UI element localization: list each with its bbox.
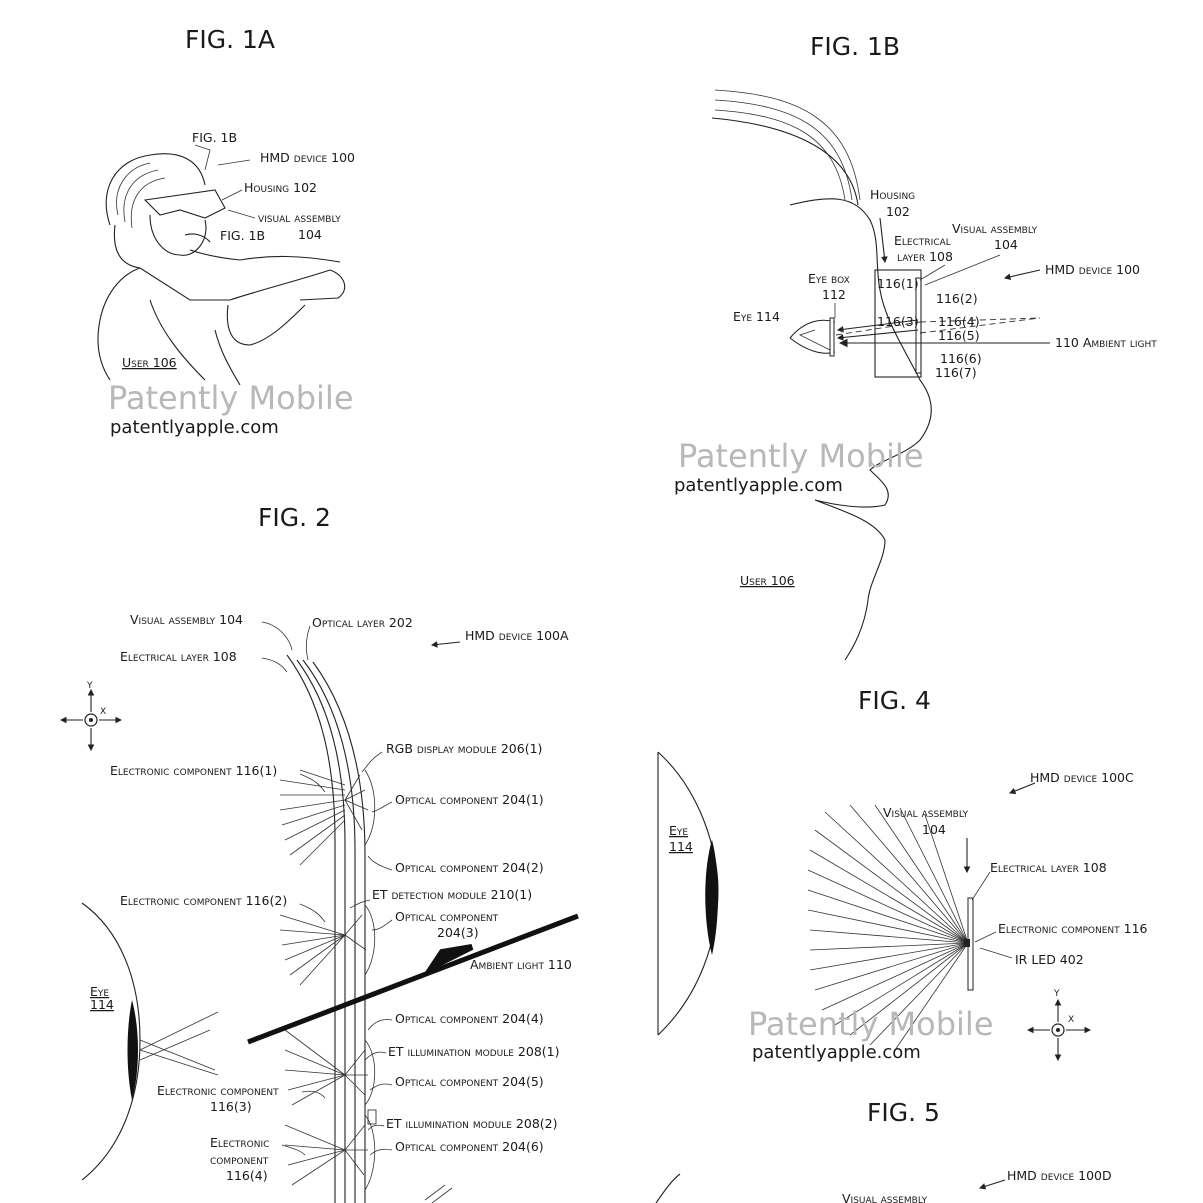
fig5-hmd-label: HMD device 100D [1007,1168,1112,1183]
fig2-eye-number: 114 [90,997,114,1012]
fig4-eye-number: 114 [669,839,693,854]
optical-component-5-label: Optical component 204(5) [395,1074,544,1089]
visual-assembly-number: 104 [298,227,322,242]
fig2-electrical-layer-label: Electrical layer 108 [120,649,237,664]
user-label: User 106 [122,355,177,370]
ir-led-label: IR LED 402 [1015,952,1084,967]
electronic-component-1-label: Electronic component 116(1) [110,763,277,778]
et-detection-module-label: ET detection module 210(1) [372,887,532,902]
figure-1b: FIG. 1B Housing 102 Visual assembly 104 … [674,32,1157,661]
housing-label: Housing 102 [244,180,317,195]
optical-component-1-label: Optical component 204(1) [395,792,544,807]
fig5-visual-assembly-partial: Visual assembly [842,1191,928,1203]
led-ray-fan [807,804,969,1051]
component-116-4: 116(4) [938,314,980,329]
watermark-site-3: patentlyapple.com [752,1042,921,1063]
figure-5: FIG. 5 HMD device 100D Visual assembly [655,1098,1112,1203]
electronic-component-3-number: 116(3) [210,1099,252,1114]
electronic-component-3-label: Electronic component [157,1083,279,1098]
user-illustration [97,144,346,386]
fig1b-electrical-label: Electrical [894,233,951,248]
fig4-visual-assembly-label: Visual assembly [883,805,969,820]
fig4-eye-label: Eye [669,823,688,838]
electronic-component-4-number: 116(4) [226,1168,268,1183]
et-illumination-module-1-label: ET illumination module 208(1) [388,1044,560,1059]
fig2-visual-assembly-label: Visual assembly 104 [130,612,243,627]
figure-2: FIG. 2 [59,503,579,1203]
fig1b-visual-assembly-number: 104 [994,237,1018,252]
fig2-hmd-label: HMD device 100A [465,628,569,643]
watermark-site-1: patentlyapple.com [110,417,279,438]
axis-indicator-fig2: y x [59,676,123,752]
fig1b-ambient-label: 110 Ambient light [1055,335,1157,350]
fig1b-ref-top: FIG. 1B [192,130,237,145]
rgb-display-module-label: RGB display module 206(1) [386,741,542,756]
axis-y-label: y [86,676,93,691]
electronic-component-4-label-a: Electronic [210,1135,269,1150]
fig2-optical-layer-label: Optical layer 202 [312,615,413,630]
fig1b-eye-label: Eye 114 [733,309,780,324]
fig4-title: FIG. 4 [858,686,931,715]
axis-x-label: x [100,702,106,717]
component-116-2: 116(2) [936,291,978,306]
fig4-hmd-label: HMD device 100C [1030,770,1134,785]
optical-component-3-label: Optical component [395,909,499,924]
electronic-component-4-label-b: component [210,1152,269,1167]
watermark-brand-3: Patently Mobile [748,1005,994,1043]
et-illumination-module-2-label: ET illumination module 208(2) [386,1116,558,1131]
fig4-axis-x-label: x [1068,1010,1074,1025]
component-116-6: 116(6) [940,351,982,366]
fig4-electrical-layer-label: Electrical layer 108 [990,860,1107,875]
component-116-3: 116(3) [877,314,919,329]
watermark-brand-2: Patently Mobile [678,437,924,475]
fig4-axis-y-label: y [1053,984,1060,999]
fig5-title: FIG. 5 [867,1098,940,1127]
ray-fan-4 [284,1124,453,1203]
fig4-visual-assembly-number: 104 [922,822,946,837]
fig1b-housing-number: 102 [886,204,910,219]
optical-component-2-label: Optical component 204(2) [395,860,544,875]
fig2-eye-label: Eye [90,984,109,999]
component-116-1: 116(1) [877,276,919,291]
fig1b-eye-box-label: Eye box [808,271,850,286]
fig1a-title: FIG. 1A [185,25,275,54]
hmd-label: HMD device 100 [260,150,355,165]
fig2-title: FIG. 2 [258,503,331,532]
optical-component-3-number: 204(3) [437,925,479,940]
fig1b-visual-assembly-label: Visual assembly [952,221,1038,236]
fig1b-ref-bottom: FIG. 1B [220,228,265,243]
ray-fan-1 [279,769,369,866]
fig4-electronic-component-label: Electronic component 116 [998,921,1148,936]
fig2-ambient-light-label: Ambient light 110 [470,957,572,972]
fig1b-hmd-label: HMD device 100 [1045,262,1140,277]
ray-fan-3 [284,1029,368,1106]
figure-1a: FIG. 1A FIG. 1B HMD device 100 Housin [97,25,355,438]
figure-4: FIG. 4 Eye 114 HMD device 100C Visual as… [657,686,1148,1063]
fig1b-user-label: User 106 [740,573,795,588]
component-116-5: 116(5) [938,328,980,343]
fig1b-eye-box-number: 112 [822,287,846,302]
fig1b-title: FIG. 1B [810,32,900,61]
optical-component-4-label: Optical component 204(4) [395,1011,544,1026]
component-116-7: 116(7) [935,365,977,380]
axis-indicator-fig4: y x [1026,984,1092,1062]
fig1b-layer-label: layer 108 [897,249,953,264]
visual-assembly-label: visual assembly [258,210,341,225]
fig1b-housing-label: Housing [870,187,915,202]
watermark-brand-1: Patently Mobile [108,379,354,417]
watermark-site-2: patentlyapple.com [674,475,843,496]
optical-component-6-label: Optical component 204(6) [395,1139,544,1154]
ray-fan-2 [279,914,367,986]
electronic-component-2-label: Electronic component 116(2) [120,893,287,908]
